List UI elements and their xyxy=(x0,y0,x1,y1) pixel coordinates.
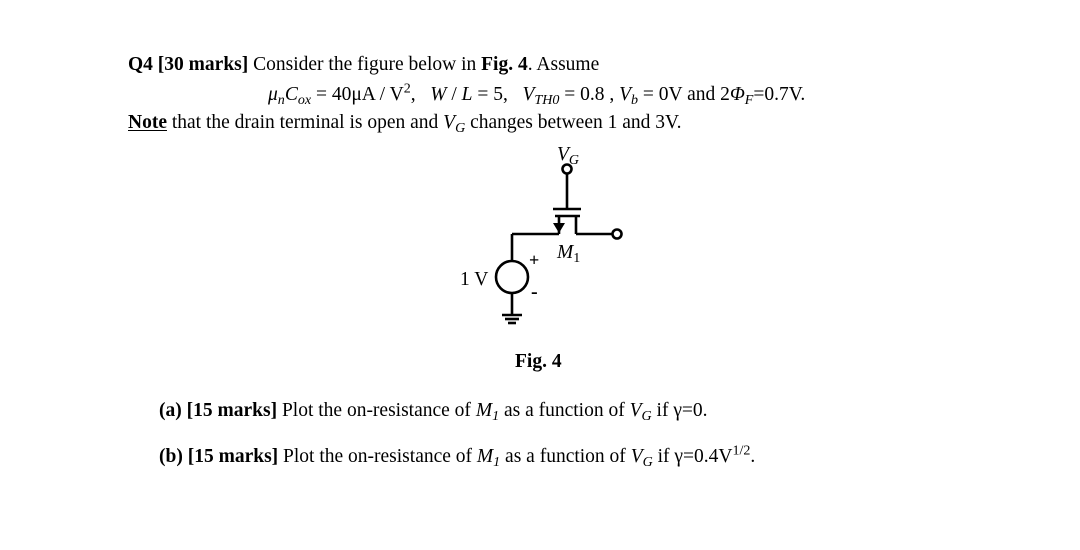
part-b-m-subscript: 1 xyxy=(493,454,501,471)
vg-label-main: V xyxy=(557,144,571,165)
figure-caption-text: Fig. 4 xyxy=(515,351,562,372)
question-number: Q4 xyxy=(128,54,153,75)
figure-caption: Fig. 4 xyxy=(515,352,562,372)
mu-cox-value: = 40μA / V xyxy=(311,84,404,105)
note-vg-symbol: V xyxy=(443,112,456,133)
part-a: (a) [15 marks] Plot the on-resistance of… xyxy=(159,400,708,425)
transistor-label: M1 xyxy=(556,242,580,266)
voltage-source xyxy=(494,259,530,295)
vth-symbol: V xyxy=(522,84,535,105)
wl-separator: , xyxy=(410,84,431,105)
part-a-label: (a) [15 marks] xyxy=(159,400,278,421)
figure-reference: Fig. 4 xyxy=(481,54,528,75)
part-a-m-symbol: M xyxy=(475,400,493,421)
vg-label-sub: G xyxy=(569,153,579,168)
vg-terminal-label: VG xyxy=(557,144,579,168)
question-marks: [30 marks] xyxy=(157,54,249,75)
mu-cox-exponent: 2 xyxy=(403,80,411,97)
vb-subscript: b xyxy=(631,92,639,109)
note-label: Note xyxy=(128,112,167,133)
part-b-exponent: 1/2 xyxy=(732,442,751,459)
drain-terminal xyxy=(611,228,623,240)
vb-symbol: V xyxy=(619,84,632,105)
cox-subscript: ox xyxy=(297,92,312,109)
m1-label-main: M xyxy=(556,242,575,263)
part-b: (b) [15 marks] Plot the on-resistance of… xyxy=(159,443,756,471)
minus-sign: - xyxy=(531,281,538,303)
part-a-text-1: Plot the on-resistance of xyxy=(277,400,476,421)
part-b-text-1: Plot the on-resistance of xyxy=(278,446,477,467)
part-b-m-symbol: M xyxy=(476,446,494,467)
part-a-m-subscript: 1 xyxy=(492,408,500,425)
part-b-vg-subscript: G xyxy=(642,454,653,471)
note-vg-subscript: G xyxy=(455,120,466,137)
source-value-label: 1 V xyxy=(460,269,488,290)
m1-label-sub: 1 xyxy=(573,251,580,266)
phi-subscript: F xyxy=(744,92,754,109)
part-b-end: . xyxy=(750,446,756,467)
part-b-label: (b) [15 marks] xyxy=(159,446,279,467)
slash: / xyxy=(446,84,462,105)
plus-sign: + xyxy=(529,250,539,270)
note-text-1: that the drain terminal is open and xyxy=(166,112,444,133)
question-assume: . Assume xyxy=(527,54,600,75)
parameters-line: μnCox = 40μA / V2, W / L = 5, VTH0 = 0.8… xyxy=(268,81,806,109)
phi-value: =0.7V. xyxy=(753,84,806,105)
l-symbol: L xyxy=(461,84,473,105)
wl-value: = 5, xyxy=(472,84,523,105)
gate-terminal xyxy=(561,163,573,175)
source-arrow xyxy=(553,223,565,233)
part-b-text-2: as a function of xyxy=(500,446,631,467)
part-a-text-2: as a function of xyxy=(499,400,630,421)
part-a-text-3: if γ=0. xyxy=(651,400,708,421)
note-text-2: changes between 1 and 3V. xyxy=(465,112,682,133)
w-symbol: W xyxy=(430,84,447,105)
question-intro: Consider the figure below in xyxy=(248,54,482,75)
phi-symbol: Φ xyxy=(729,84,745,105)
note-line: Note that the drain terminal is open and… xyxy=(128,112,682,137)
question-header: Q4 [30 marks] Consider the figure below … xyxy=(128,55,599,75)
cox-symbol: C xyxy=(284,84,298,105)
mu-symbol: μ xyxy=(268,84,278,105)
vth-subscript: TH0 xyxy=(534,92,560,109)
mu-subscript: n xyxy=(277,92,285,109)
vb-value: = 0V and 2 xyxy=(638,84,730,105)
vth-value: = 0.8 , xyxy=(559,84,620,105)
part-b-vg-symbol: V xyxy=(630,446,643,467)
part-a-vg-symbol: V xyxy=(629,400,642,421)
part-a-vg-subscript: G xyxy=(641,408,652,425)
part-b-text-3: if γ=0.4V xyxy=(652,446,733,467)
